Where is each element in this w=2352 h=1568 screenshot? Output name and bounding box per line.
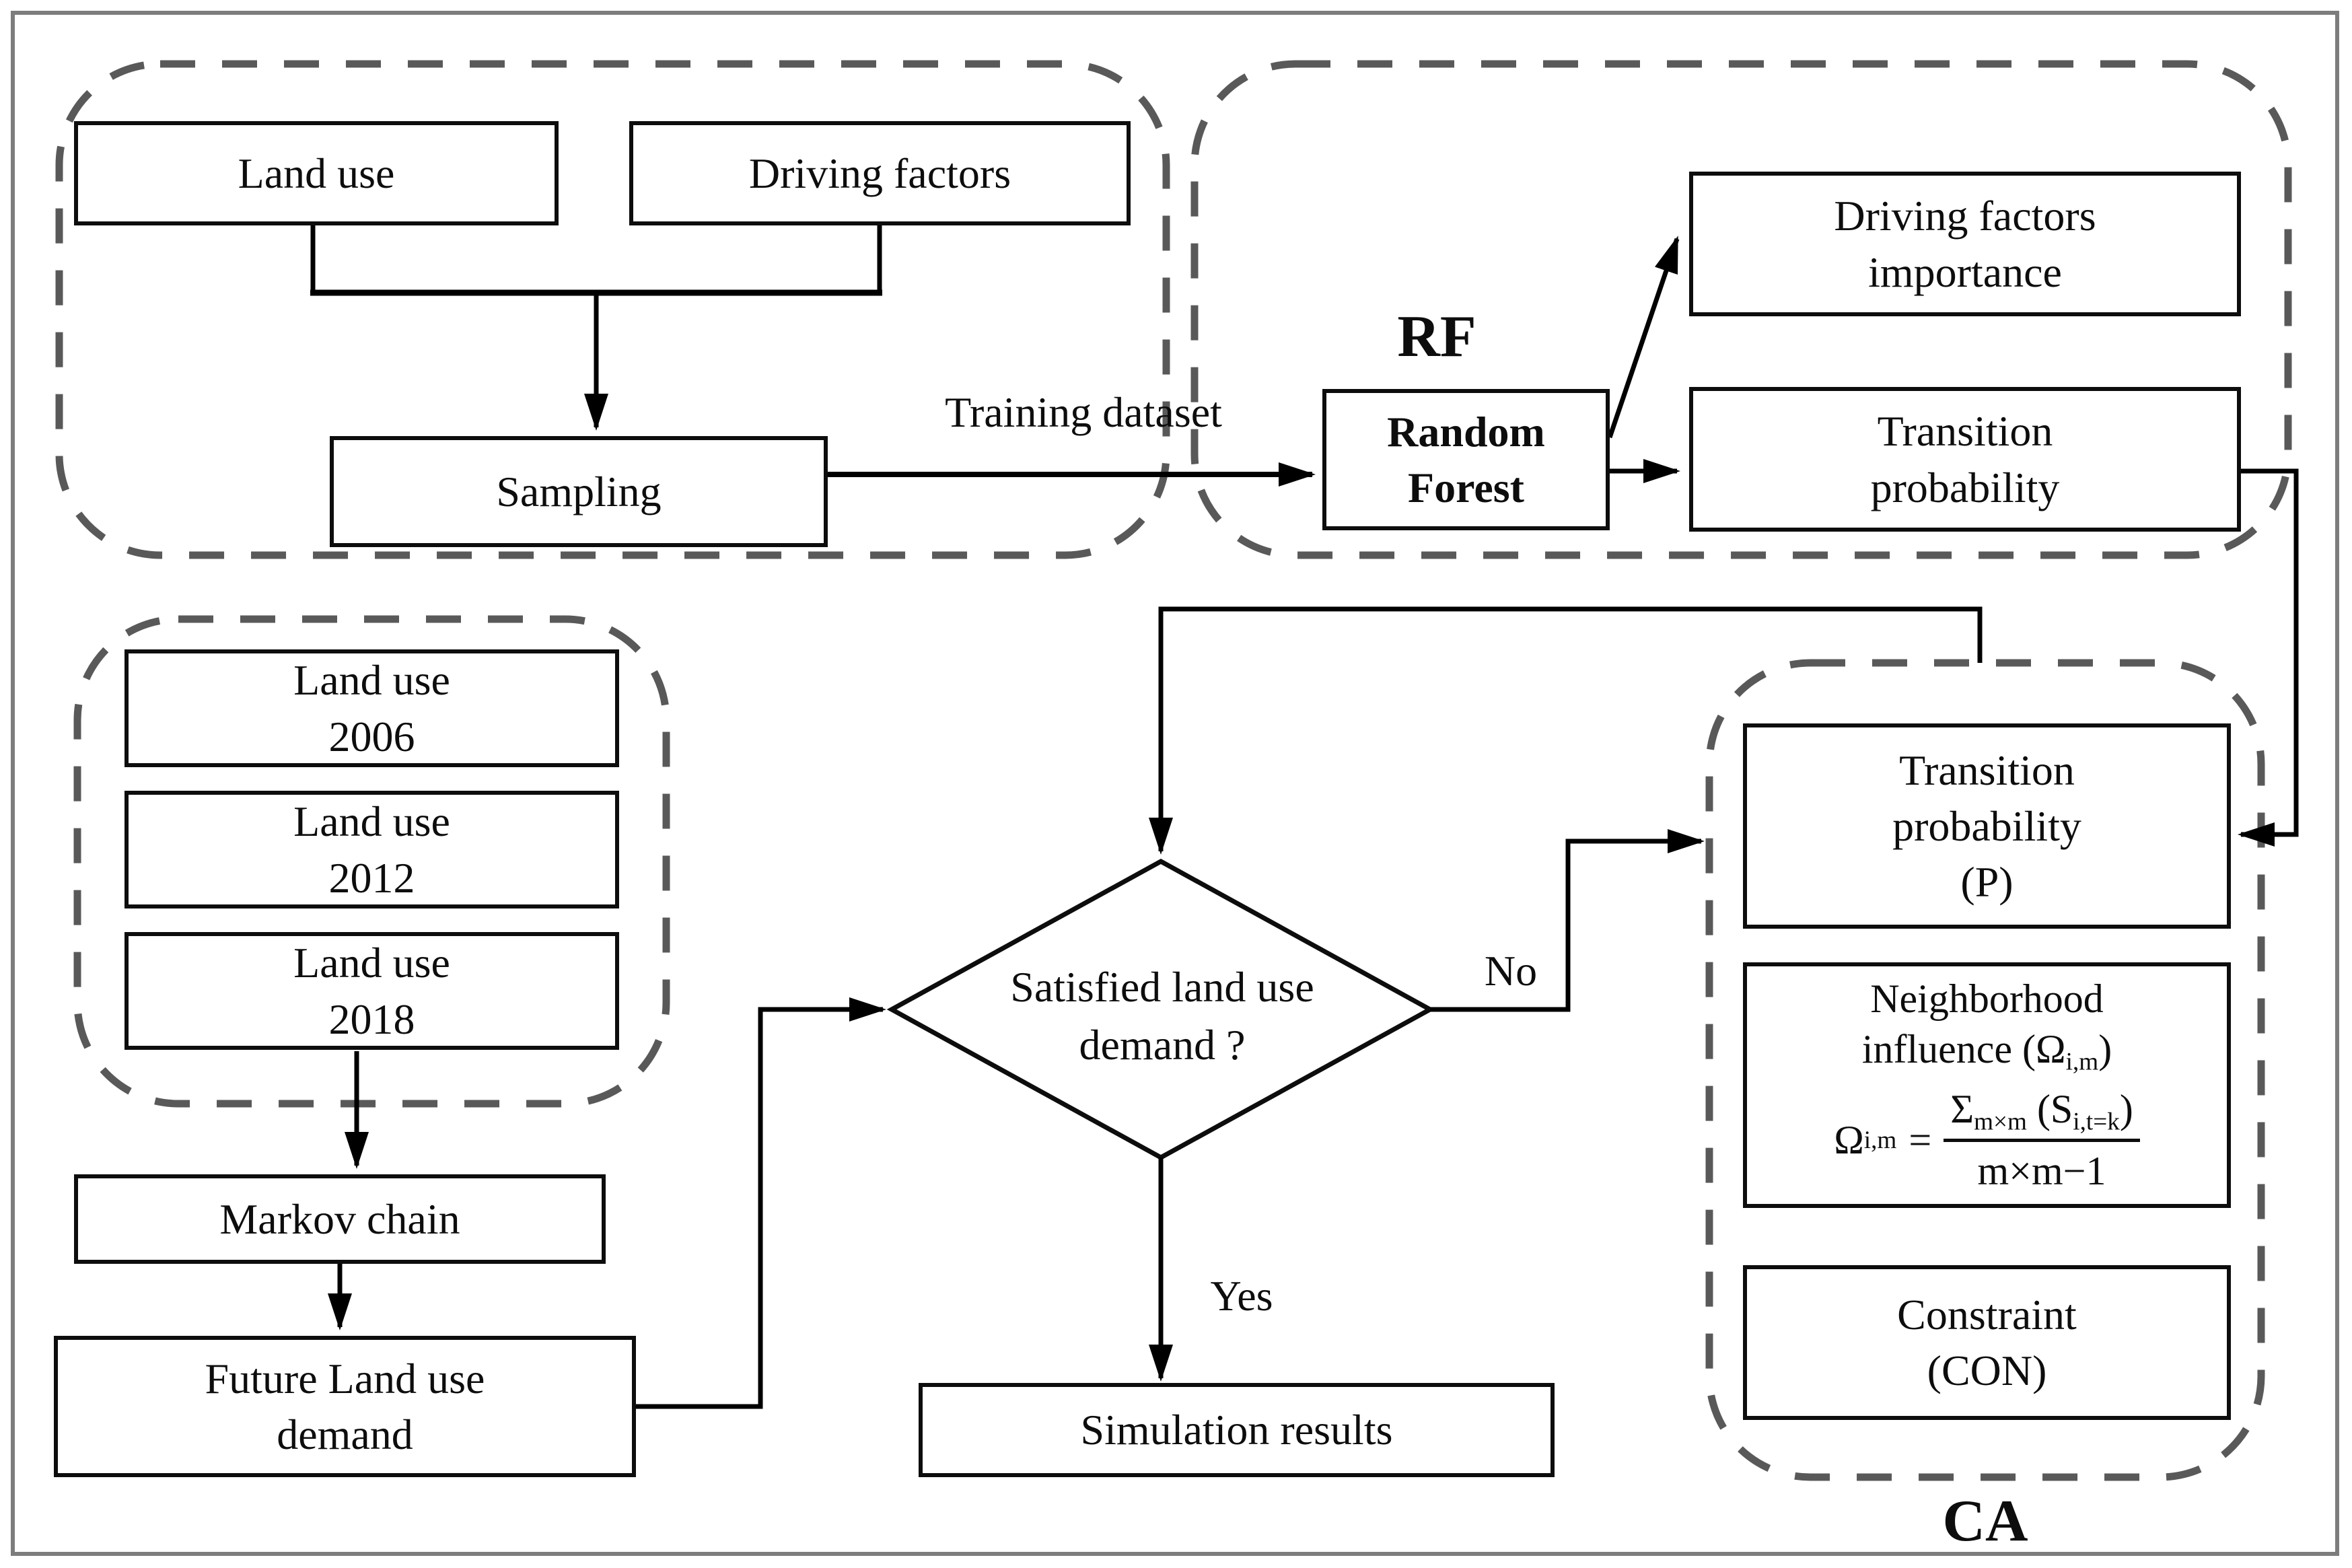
edge-ca-loop-to-diamond bbox=[1149, 606, 1983, 855]
edge-transition-to-p bbox=[2238, 468, 2299, 847]
rf-group-outline bbox=[1190, 60, 2292, 559]
ca-group-outline bbox=[1705, 659, 2265, 1481]
transition-probability-p-box: Transition probability (P) bbox=[1743, 723, 2231, 929]
markov-chain-box: Markov chain bbox=[74, 1174, 606, 1264]
land-use-history-group-outline bbox=[73, 615, 670, 1108]
no-label: No bbox=[1484, 946, 1538, 995]
future-land-use-demand-box: Future Land use demand bbox=[54, 1336, 636, 1477]
neighborhood-title-line2: influence (Ωi,m) bbox=[1861, 1027, 2112, 1076]
random-forest-box: Random Forest bbox=[1322, 389, 1610, 530]
sampling-box: Sampling bbox=[330, 436, 828, 547]
constraint-box: Constraint (CON) bbox=[1743, 1265, 2231, 1420]
simulation-results-box: Simulation results bbox=[919, 1383, 1555, 1477]
driving-factors-importance-box: Driving factors importance bbox=[1689, 172, 2241, 316]
land-use-2018-box: Land use 2018 bbox=[124, 932, 619, 1050]
sampling-group-outline bbox=[55, 60, 1170, 559]
neighborhood-title-line1: Neighborhood bbox=[1870, 976, 2104, 1021]
yes-label: Yes bbox=[1210, 1271, 1273, 1320]
ca-group-label: CA bbox=[1942, 1488, 2028, 1554]
rf-group-label: RF bbox=[1397, 304, 1476, 369]
training-dataset-label: Training dataset bbox=[945, 388, 1222, 436]
land-use-box: Land use bbox=[74, 121, 559, 225]
land-use-2006-box: Land use 2006 bbox=[124, 649, 619, 767]
edge-rf-to-importance bbox=[1607, 236, 1680, 439]
edge-future-to-diamond bbox=[636, 997, 886, 1409]
driving-factors-box: Driving factors bbox=[629, 121, 1131, 225]
land-use-2012-box: Land use 2012 bbox=[124, 791, 619, 908]
decision-diamond-text: Satisfied land use demand ? bbox=[1010, 962, 1314, 1069]
transition-probability-rf-box: Transition probability bbox=[1689, 387, 2241, 532]
edge-no-path bbox=[1430, 829, 1705, 1012]
